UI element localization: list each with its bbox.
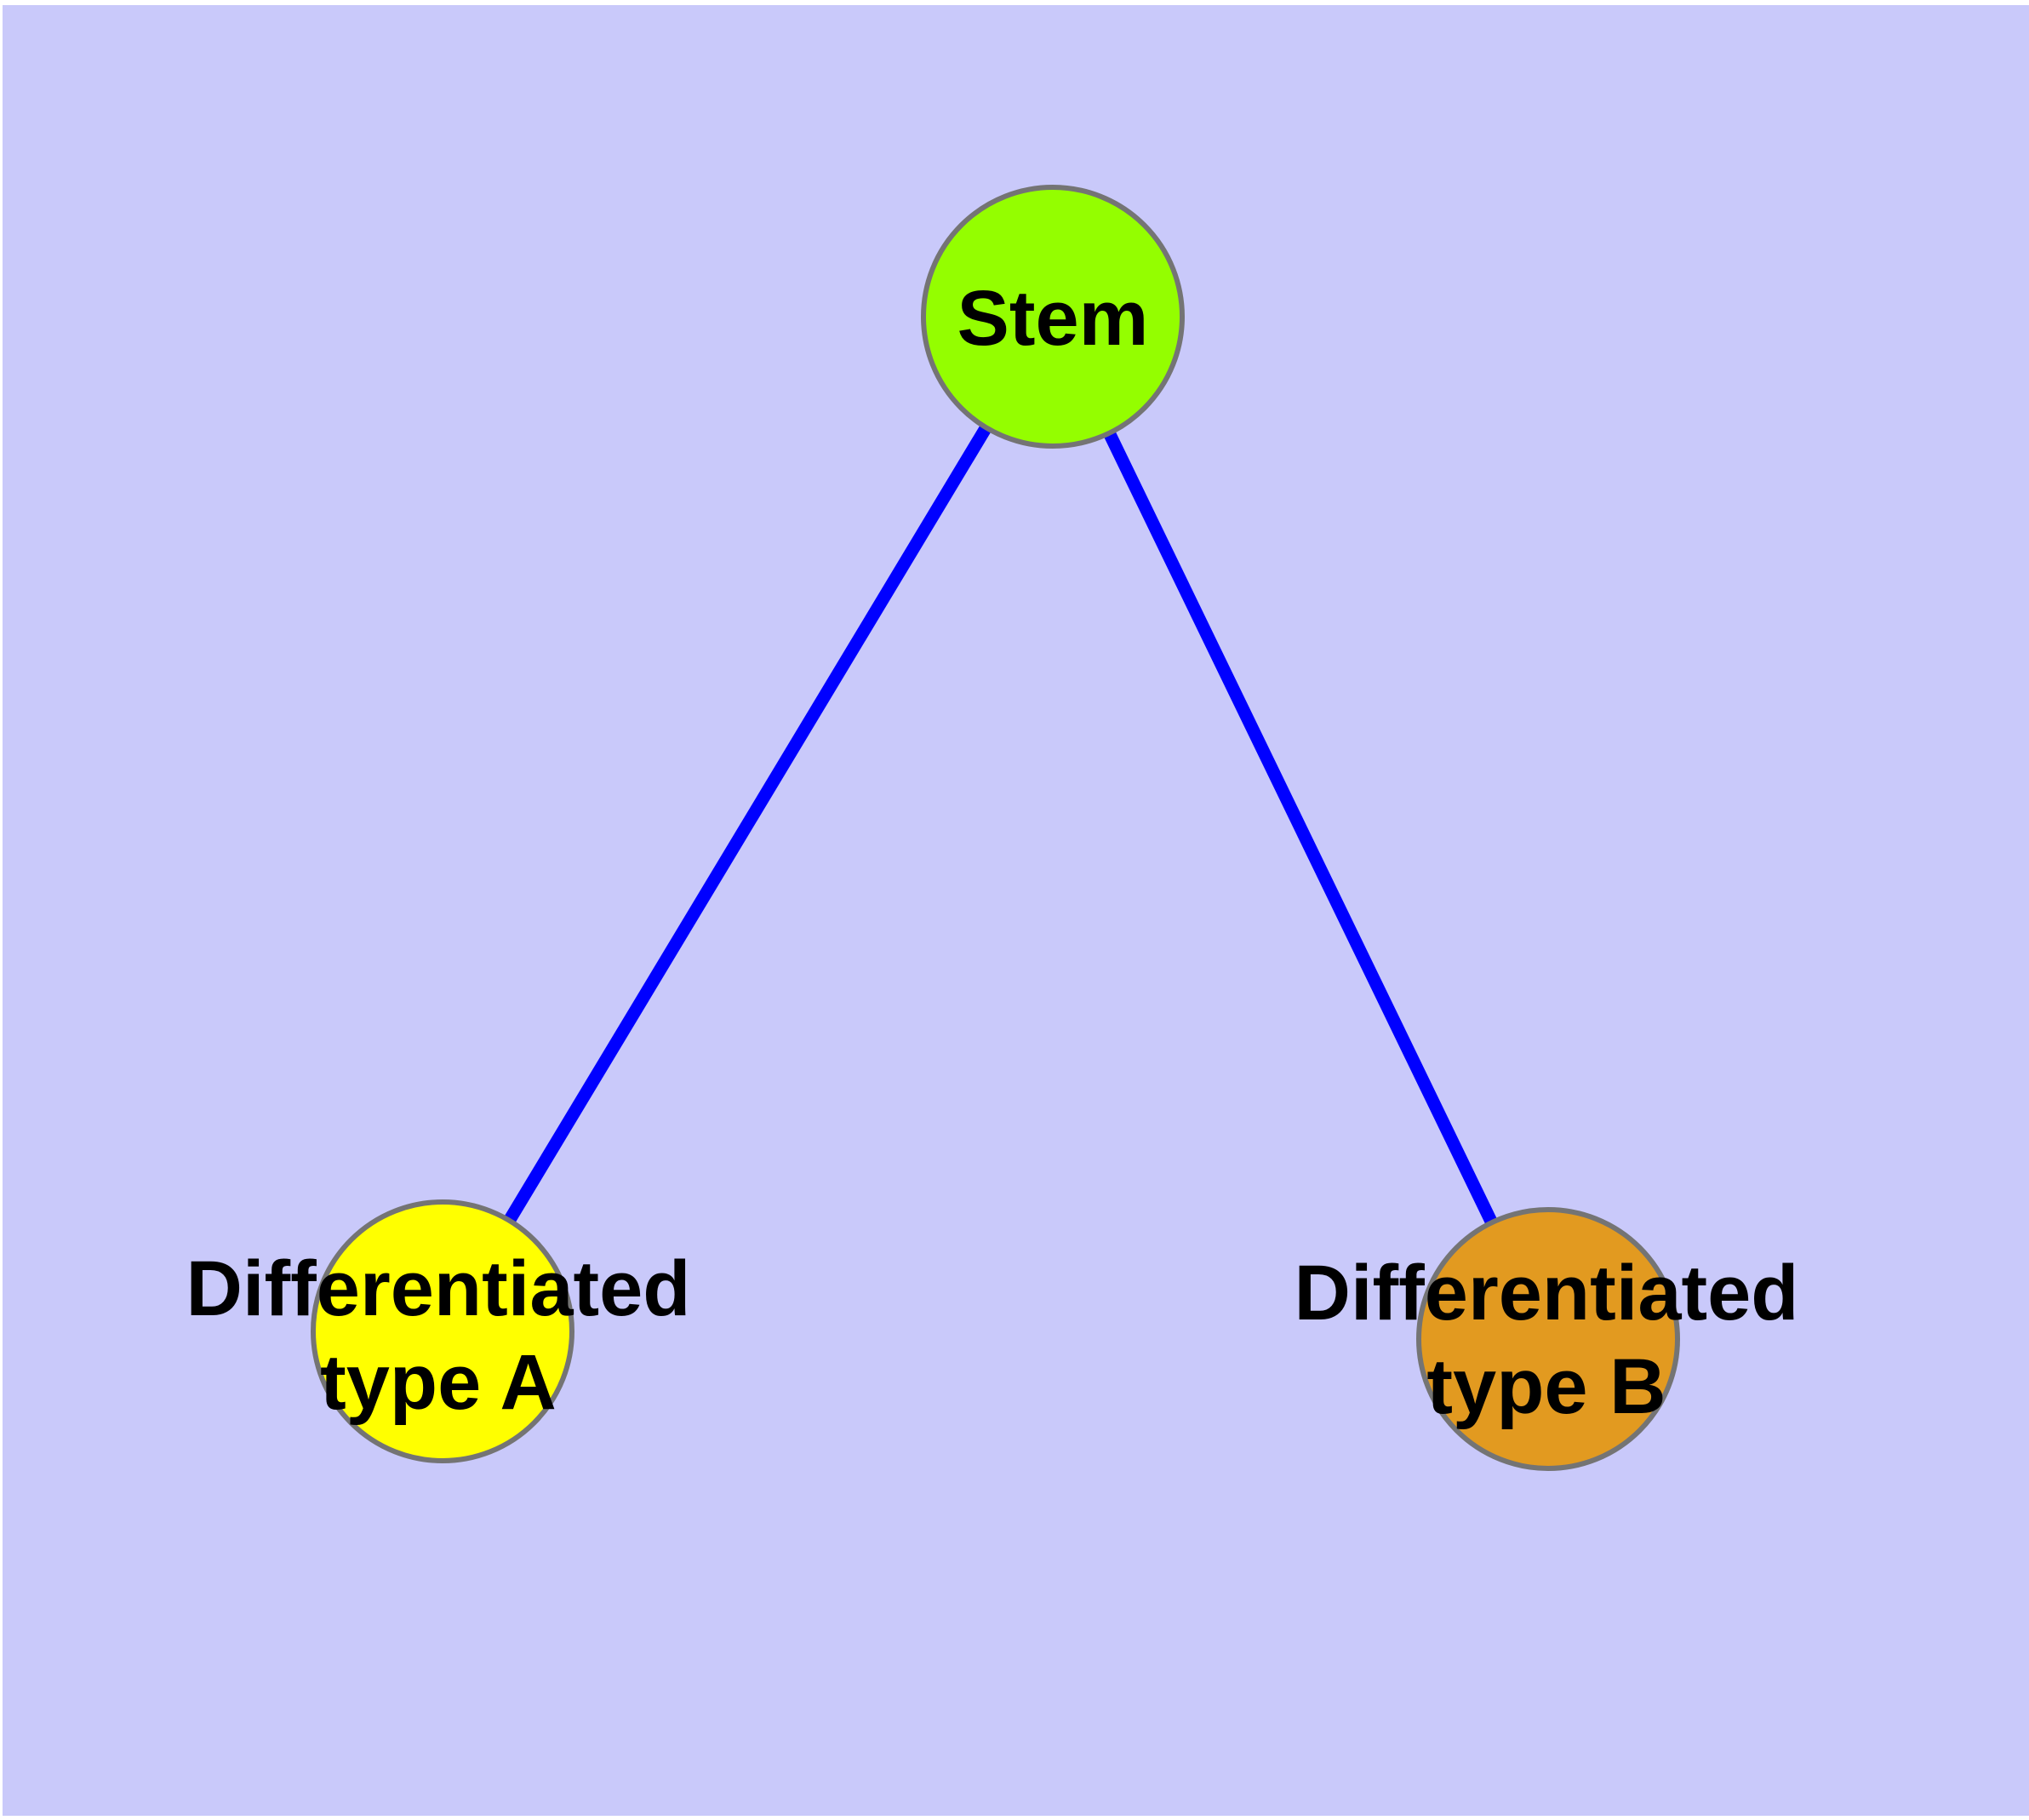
- node-type-b-label-line2: type B: [1426, 1343, 1666, 1430]
- edge-stem-to-type-a: [437, 313, 1059, 1335]
- node-type-a-label-line2: type A: [320, 1339, 557, 1426]
- node-stem-label: Stem: [957, 275, 1149, 362]
- node-type-b-circle: [1416, 1207, 1680, 1471]
- node-type-a-label-line1: Differentiated: [186, 1245, 691, 1332]
- edge-stem-to-type-b: [1047, 313, 1554, 1342]
- node-type-b-label-line1: Differentiated: [1295, 1250, 1799, 1336]
- node-stem-circle: [921, 185, 1185, 449]
- node-type-a-circle: [311, 1199, 574, 1463]
